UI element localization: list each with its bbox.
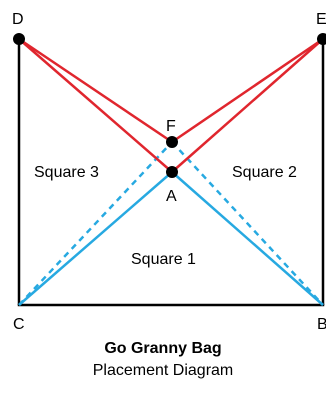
square-2-label: Square 2 (232, 164, 297, 181)
diagram-subtitle: Placement Diagram (92, 362, 234, 379)
point-e-label: E (316, 11, 326, 28)
red-line-f-e (171, 37, 324, 144)
blue-line-a-b (171, 171, 324, 306)
red-line-d-f (18, 37, 173, 144)
point-d-dot (13, 33, 25, 45)
blue-dashed-c-f (18, 141, 173, 306)
square-3-label: Square 3 (34, 164, 99, 181)
point-f-label: F (166, 118, 176, 135)
blue-line-c-a (18, 171, 173, 306)
red-line-d-a (18, 38, 173, 173)
blue-dashed-f-b (171, 141, 324, 306)
diagram-title: Go Granny Bag (104, 340, 222, 357)
point-f-dot (166, 136, 178, 148)
red-line-a-e (171, 38, 324, 173)
point-e-dot (317, 33, 326, 45)
point-a-dot (166, 166, 178, 178)
square-1-label: Square 1 (131, 251, 196, 268)
point-a-label: A (166, 188, 177, 205)
point-d-label: D (12, 11, 24, 28)
point-c-label: C (13, 316, 25, 333)
point-b-label: B (317, 316, 326, 333)
